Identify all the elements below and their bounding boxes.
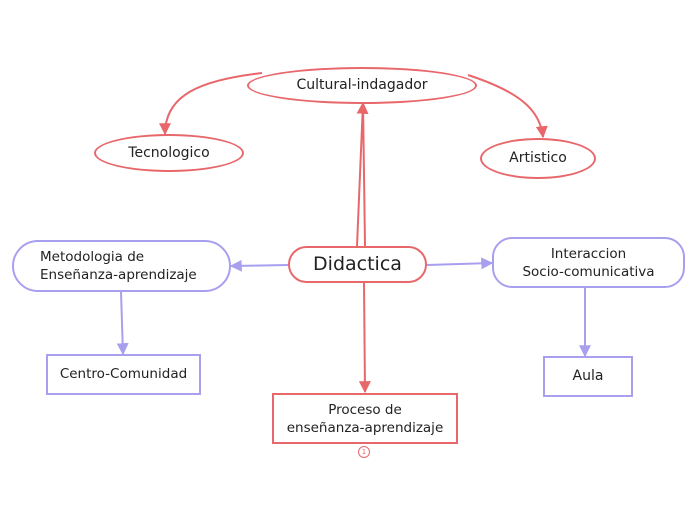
node-artistico-label: Artistico <box>509 150 567 166</box>
connector-cultural-tecnologico <box>159 72 263 136</box>
node-didactica-label: Didactica <box>313 253 402 275</box>
connector-didactica-proceso <box>358 282 371 394</box>
node-tecnologico-label: Tecnologico <box>128 144 210 161</box>
node-centro-comunidad[interactable]: Centro-Comunidad <box>46 354 201 395</box>
node-interaccion-line2: Socio-comunicativa <box>522 263 655 280</box>
node-didactica[interactable]: Didactica <box>288 246 427 283</box>
connector-metodologia-centro <box>116 291 129 356</box>
node-tecnologico[interactable]: Tecnologico <box>94 134 244 172</box>
node-aula-label: Aula <box>572 368 604 384</box>
node-metodologia-line1: Metodologia de <box>40 249 145 265</box>
node-metodologia-line2: Enseñanza-aprendizaje <box>40 267 197 283</box>
connector-didactica-metodologia <box>229 259 289 272</box>
node-proceso-line2: enseñanza-aprendizaje <box>286 419 444 436</box>
connector-didactica-cultural <box>356 101 369 247</box>
connector-cultural-artistico <box>467 74 548 139</box>
node-proceso-line1: Proceso de <box>328 401 402 418</box>
connector-didactica-cultural-2 <box>362 102 366 247</box>
node-interaccion-line1: Interaccion <box>550 245 627 262</box>
node-centro-label: Centro-Comunidad <box>59 366 188 382</box>
node-proceso[interactable]: Proceso de enseñanza-aprendizaje <box>272 393 458 444</box>
node-artistico[interactable]: Artistico <box>480 138 596 179</box>
node-cultural-indagador[interactable]: Cultural-indagador <box>247 67 477 104</box>
connector-didactica-interaccion <box>426 257 494 270</box>
comment-count: 1 <box>361 448 367 456</box>
node-metodologia[interactable]: Metodologia de Enseñanza-aprendizaje <box>12 240 231 292</box>
node-interaccion[interactable]: Interaccion Socio-comunicativa <box>492 237 685 288</box>
comment-count-badge[interactable]: 1 <box>358 446 370 458</box>
node-aula[interactable]: Aula <box>543 356 633 397</box>
node-cultural-label: Cultural-indagador <box>296 77 428 93</box>
